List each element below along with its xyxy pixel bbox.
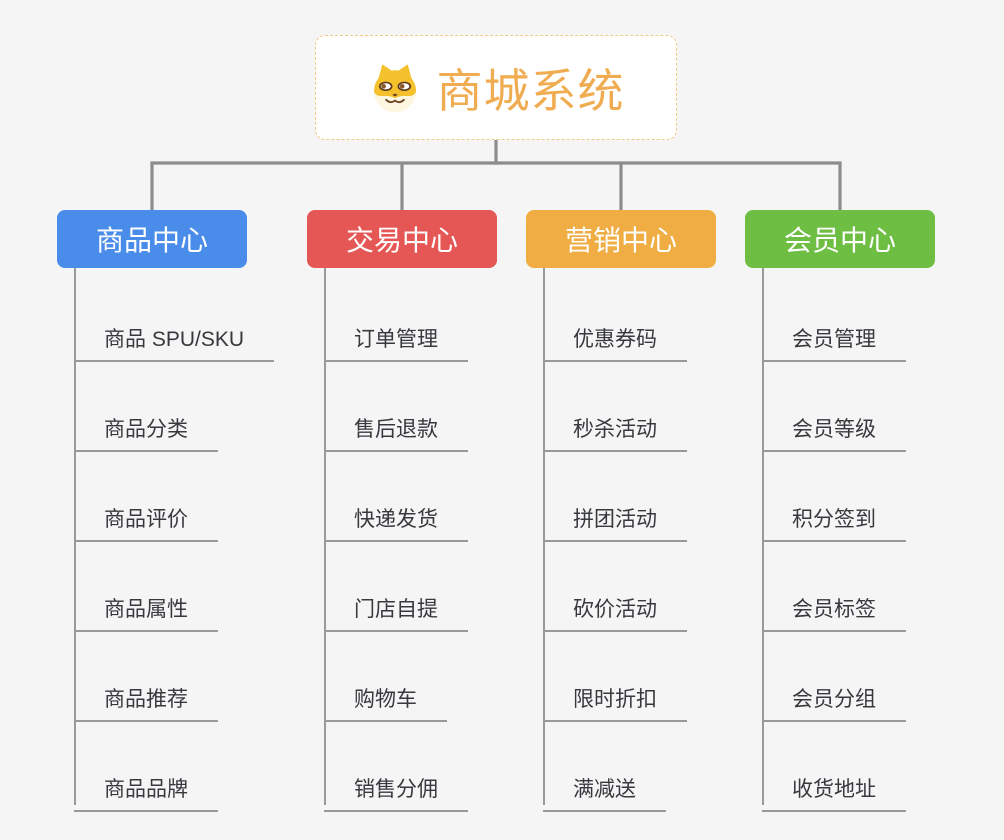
leaf-node-after-sale-refund[interactable]: 售后退款 <box>324 401 468 452</box>
branch-node-marketing-center[interactable]: 营销中心 <box>526 210 716 268</box>
leaf-node-flash-sale[interactable]: 秒杀活动 <box>543 401 687 452</box>
branch-children-member: 会员管理 会员等级 积分签到 会员标签 会员分组 收货地址 <box>762 268 1002 812</box>
leaf-node-shipping-address[interactable]: 收货地址 <box>762 761 906 812</box>
leaf-node-member-management[interactable]: 会员管理 <box>762 311 906 362</box>
root-title: 商城系统 <box>436 64 625 117</box>
leaf-node-shopping-cart[interactable]: 购物车 <box>324 671 447 722</box>
branch-node-member-center[interactable]: 会员中心 <box>745 210 935 268</box>
leaf-node-express-delivery[interactable]: 快递发货 <box>324 491 468 542</box>
leaf-node-bargain-activity[interactable]: 砍价活动 <box>543 581 687 632</box>
leaf-node-limited-time-discount[interactable]: 限时折扣 <box>543 671 687 722</box>
leaf-node-product-recommend[interactable]: 商品推荐 <box>74 671 218 722</box>
branch-children-marketing: 优惠券码 秒杀活动 拼团活动 砍价活动 限时折扣 满减送 <box>543 268 783 812</box>
leaf-node-product-brand[interactable]: 商品品牌 <box>74 761 218 812</box>
branch-node-product-center[interactable]: 商品中心 <box>57 210 247 268</box>
branch-children-product: 商品 SPU/SKU 商品分类 商品评价 商品属性 商品推荐 商品品牌 <box>74 268 314 812</box>
leaf-node-full-reduction[interactable]: 满减送 <box>543 761 666 812</box>
leaf-node-member-level[interactable]: 会员等级 <box>762 401 906 452</box>
leaf-node-member-tag[interactable]: 会员标签 <box>762 581 906 632</box>
leaf-node-points-checkin[interactable]: 积分签到 <box>762 491 906 542</box>
leaf-node-product-category[interactable]: 商品分类 <box>74 401 218 452</box>
leaf-node-member-group[interactable]: 会员分组 <box>762 671 906 722</box>
root-node[interactable]: 商城系统 <box>315 35 677 140</box>
leaf-node-sales-commission[interactable]: 销售分佣 <box>324 761 468 812</box>
branch-children-trade: 订单管理 售后退款 快递发货 门店自提 购物车 销售分佣 <box>324 268 564 812</box>
leaf-node-product-spu-sku[interactable]: 商品 SPU/SKU <box>74 311 275 362</box>
leaf-node-product-attribute[interactable]: 商品属性 <box>74 581 218 632</box>
leaf-node-store-pickup[interactable]: 门店自提 <box>324 581 468 632</box>
leaf-node-coupon-code[interactable]: 优惠券码 <box>543 311 687 362</box>
leaf-node-order-management[interactable]: 订单管理 <box>324 311 468 362</box>
rail-line <box>150 161 842 210</box>
leaf-node-product-review[interactable]: 商品评价 <box>74 491 218 542</box>
branch-node-trade-center[interactable]: 交易中心 <box>307 210 497 268</box>
leaf-node-group-buy[interactable]: 拼团活动 <box>543 491 687 542</box>
shiba-dog-icon <box>373 63 416 112</box>
